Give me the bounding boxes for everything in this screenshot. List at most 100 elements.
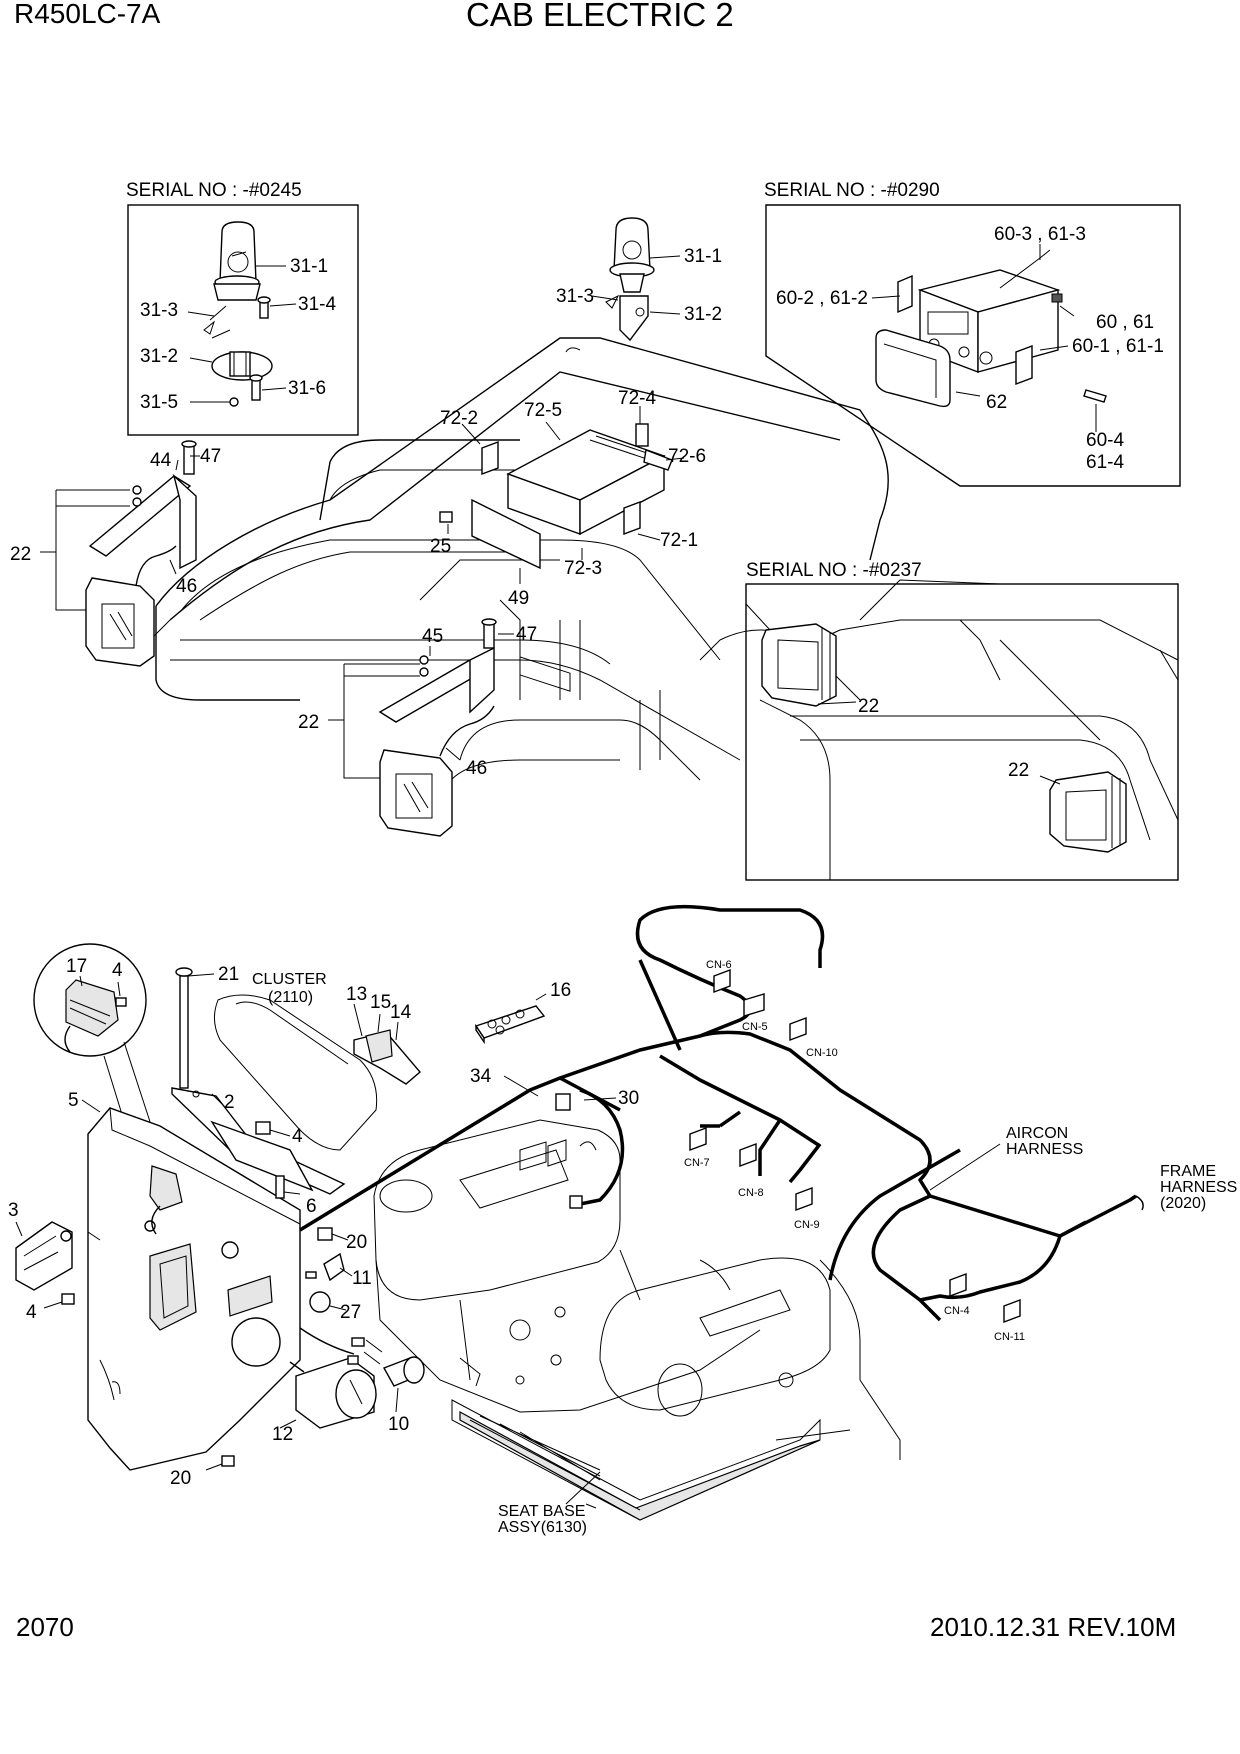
callout-4-detail: 4	[112, 960, 123, 981]
bracket-3-drawing: 3 4	[8, 1200, 75, 1323]
callout-31-5: 31-5	[140, 392, 178, 413]
callout-72-2: 72-2	[440, 408, 478, 429]
callout-14: 14	[390, 1002, 412, 1023]
detail-circle: 17 4	[33, 943, 155, 1135]
callout-31-1: 31-1	[290, 256, 328, 277]
callout-62: 62	[986, 392, 1007, 413]
roof-beacon-drawing: 31-1 31-3 31-2	[556, 217, 722, 342]
callout-60: 60 , 61	[1096, 312, 1154, 333]
aircon-harness-label: AIRCON	[1006, 1125, 1068, 1142]
connector-cn-7: CN-7	[684, 1157, 710, 1169]
callout-3: 3	[8, 1200, 19, 1221]
callout-31-2-roof: 31-2	[684, 304, 722, 325]
instrument-parts-drawing: 20 11 27 12 10 20	[170, 1227, 425, 1489]
callout-34: 34	[470, 1066, 492, 1087]
callout-60-4: 60-4	[1086, 430, 1124, 451]
model-number: R450LC-7A	[14, 0, 161, 29]
revision-date: 2010.12.31 REV.10M	[930, 1612, 1177, 1642]
connector-cn-9: CN-9	[794, 1219, 820, 1231]
callout-31-6: 31-6	[288, 378, 326, 399]
callout-31-2: 31-2	[140, 346, 178, 367]
seat-base-drawing: SEAT BASE ASSY(6130)	[373, 1119, 901, 1536]
radio-unit-drawing	[917, 249, 1063, 374]
callout-44: 44	[150, 450, 172, 471]
cluster-reference-number: (2110)	[268, 989, 313, 1006]
bracket-60-1-drawing	[1015, 344, 1033, 386]
callout-31-1-roof: 31-1	[684, 246, 722, 267]
connector-cn-5: CN-5	[742, 1021, 768, 1033]
callout-31-3: 31-3	[140, 300, 178, 321]
callout-60-2: 60-2 , 61-2	[776, 288, 868, 309]
connector-cn-4: CN-4	[944, 1305, 970, 1317]
bracket-60-2-drawing	[897, 274, 913, 314]
callout-46: 46	[176, 576, 197, 597]
callout-60-1: 60-1 , 61-1	[1072, 336, 1164, 357]
callout-72-3: 72-3	[564, 558, 602, 579]
cluster-drawing: CLUSTER (2110)	[214, 971, 378, 1151]
callout-21: 21	[218, 964, 239, 985]
callout-13: 13	[346, 984, 367, 1005]
left-work-lamp-drawing: 44 47 22 46	[10, 440, 221, 667]
callout-20-lower: 20	[170, 1468, 191, 1489]
beacon-lamp-drawing	[213, 221, 261, 301]
callout-4-bracket: 4	[292, 1126, 303, 1147]
frame-harness-number: (2020)	[1160, 1195, 1206, 1212]
lamp-inset-frame	[745, 583, 1179, 881]
callout-22: 22	[10, 544, 31, 565]
frame-harness-label: FRAME	[1160, 1163, 1216, 1180]
side-console-drawing: 5	[68, 1090, 301, 1471]
cover-62-drawing	[875, 329, 951, 408]
callout-20-upper: 20	[346, 1232, 367, 1253]
seat-base-reference-number: ASSY(6130)	[498, 1519, 587, 1536]
callout-10: 10	[388, 1414, 409, 1435]
seat-base-reference-label: SEAT BASE	[498, 1503, 585, 1520]
callout-22-inset-lower: 22	[1008, 760, 1029, 781]
radio-inset: SERIAL NO : -#0290 60-3 , 61-3 60-2 , 61…	[764, 180, 1181, 487]
callout-15: 15	[370, 992, 391, 1013]
callout-6: 6	[306, 1196, 317, 1217]
beacon-inset-frame	[127, 204, 359, 436]
roof-radio-drawing: 72-2 72-5 72-4 72-6 72-1 72-3 25 49	[430, 388, 706, 692]
callout-25: 25	[430, 536, 451, 557]
radio-inset-frame	[765, 204, 1181, 487]
callout-31-4: 31-4	[298, 294, 336, 315]
callout-22-center: 22	[298, 712, 319, 733]
frame-harness-label-2: HARNESS	[1160, 1179, 1237, 1196]
callout-47: 47	[200, 446, 221, 467]
radio-serial-label: SERIAL NO : -#0290	[764, 180, 940, 201]
callout-72-5: 72-5	[524, 400, 562, 421]
callout-12: 12	[272, 1424, 293, 1445]
callout-72-1: 72-1	[660, 530, 698, 551]
page-title: CAB ELECTRIC 2	[466, 0, 734, 33]
bracket-2-drawing: 21 2 4 6	[171, 964, 346, 1217]
lamp-serial-label: SERIAL NO : -#0237	[746, 560, 922, 581]
callout-27: 27	[340, 1302, 361, 1323]
callout-17: 17	[66, 956, 87, 977]
callout-49: 49	[508, 588, 529, 609]
beacon-serial-label: SERIAL NO : -#0245	[126, 180, 302, 201]
connector-cn-6: CN-6	[706, 959, 732, 971]
callout-60-3: 60-3 , 61-3	[994, 224, 1086, 245]
connector-cn-10: CN-10	[806, 1047, 838, 1059]
callout-47-center: 47	[516, 624, 537, 645]
callout-16: 16	[550, 980, 571, 1001]
callout-11: 11	[352, 1268, 372, 1289]
callout-2: 2	[224, 1092, 235, 1113]
callout-46-center: 46	[466, 758, 487, 779]
callout-22-inset-upper: 22	[858, 696, 879, 717]
connector-cn-11: CN-11	[994, 1331, 1025, 1343]
screw-60-4-drawing	[1083, 389, 1107, 403]
cluster-reference-label: CLUSTER	[252, 971, 327, 988]
callout-5: 5	[68, 1090, 79, 1111]
wiring-harness: CN-6 CN-5 CN-10 CN-7 CN-8 CN-9 CN-4 CN-1…	[299, 904, 1237, 1343]
callout-72-6: 72-6	[668, 446, 706, 467]
callout-31-3-roof: 31-3	[556, 286, 594, 307]
switch-13-drawing: 13 15 14	[346, 984, 421, 1085]
callout-30: 30	[618, 1088, 639, 1109]
callout-61-4: 61-4	[1086, 452, 1124, 473]
switch-16-drawing: 16	[474, 980, 571, 1045]
center-work-lamp-drawing: 45 47 22 46	[298, 618, 537, 837]
beacon-inset: SERIAL NO : -#0245 31-1 31-3 31-4	[126, 180, 359, 436]
lamp-22-upper-drawing	[761, 623, 837, 707]
